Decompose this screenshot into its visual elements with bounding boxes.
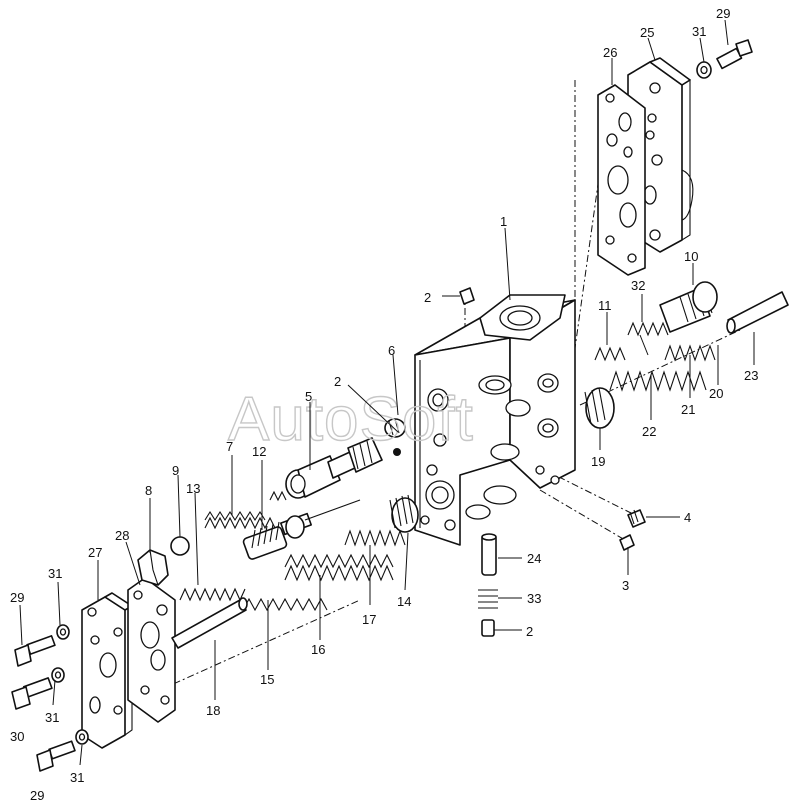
- callout-31-left-upper: 31: [48, 566, 62, 581]
- callout-17: 17: [362, 612, 376, 627]
- callout-18: 18: [206, 703, 220, 718]
- callout-32: 32: [631, 278, 645, 293]
- callout-27: 27: [88, 545, 102, 560]
- callout-26: 26: [603, 45, 617, 60]
- callout-5: 5: [305, 389, 312, 404]
- callout-16: 16: [311, 642, 325, 657]
- spool-14: [389, 494, 419, 533]
- callout-11: 11: [598, 298, 612, 313]
- callout-31-left-middle: 31: [45, 710, 59, 725]
- callout-15: 15: [260, 672, 274, 687]
- callout-29-top-right: 29: [716, 6, 730, 21]
- springs-center: [284, 529, 406, 582]
- left-bolts: [11, 624, 89, 772]
- right-parts: [459, 281, 789, 551]
- callout-29-left-lower: 29: [30, 788, 44, 803]
- springs-left: [179, 490, 328, 612]
- callout-3: 3: [622, 578, 629, 593]
- callout-29-left-upper: 29: [10, 590, 24, 605]
- left-gasket: [127, 577, 176, 723]
- rod-18: [171, 597, 248, 649]
- callout-21: 21: [681, 402, 695, 417]
- left-cover-plate: [81, 592, 133, 749]
- callout-22: 22: [642, 424, 656, 439]
- spool-12: [242, 499, 361, 560]
- callout-30: 30: [10, 729, 24, 744]
- spool-5: [285, 418, 406, 499]
- callout-7: 7: [226, 439, 233, 454]
- callout-12: 12: [252, 444, 266, 459]
- callout-20: 20: [709, 386, 723, 401]
- callout-24: 24: [527, 551, 541, 566]
- bottom-center-parts: [478, 533, 498, 637]
- callout-10: 10: [684, 249, 698, 264]
- callout-4: 4: [684, 510, 691, 525]
- callout-9: 9: [172, 463, 179, 478]
- callout-28: 28: [115, 528, 129, 543]
- callout-8: 8: [145, 483, 152, 498]
- plug-and-oring: [137, 536, 190, 586]
- bolt-top-right: [696, 39, 753, 79]
- callout-1: 1: [500, 214, 507, 229]
- right-gasket: [597, 84, 646, 276]
- callout-2-bottom: 2: [526, 624, 533, 639]
- callout-31-top-right: 31: [692, 24, 706, 39]
- callout-labels: 1 2 2 2 3 4 5 6 7 8 9 10 11 12 13 14 15 …: [10, 6, 758, 803]
- callout-31-left-lower: 31: [70, 770, 84, 785]
- callout-25: 25: [640, 25, 654, 40]
- callout-6: 6: [388, 343, 395, 358]
- leader-lines: [19, 19, 755, 766]
- callout-13: 13: [186, 481, 200, 496]
- callout-23: 23: [744, 368, 758, 383]
- watermark: AutoSoft: [228, 385, 474, 454]
- callout-2-top: 2: [424, 290, 431, 305]
- callout-19: 19: [591, 454, 605, 469]
- callout-14: 14: [397, 594, 411, 609]
- callout-2-middle: 2: [334, 374, 341, 389]
- callout-33: 33: [527, 591, 541, 606]
